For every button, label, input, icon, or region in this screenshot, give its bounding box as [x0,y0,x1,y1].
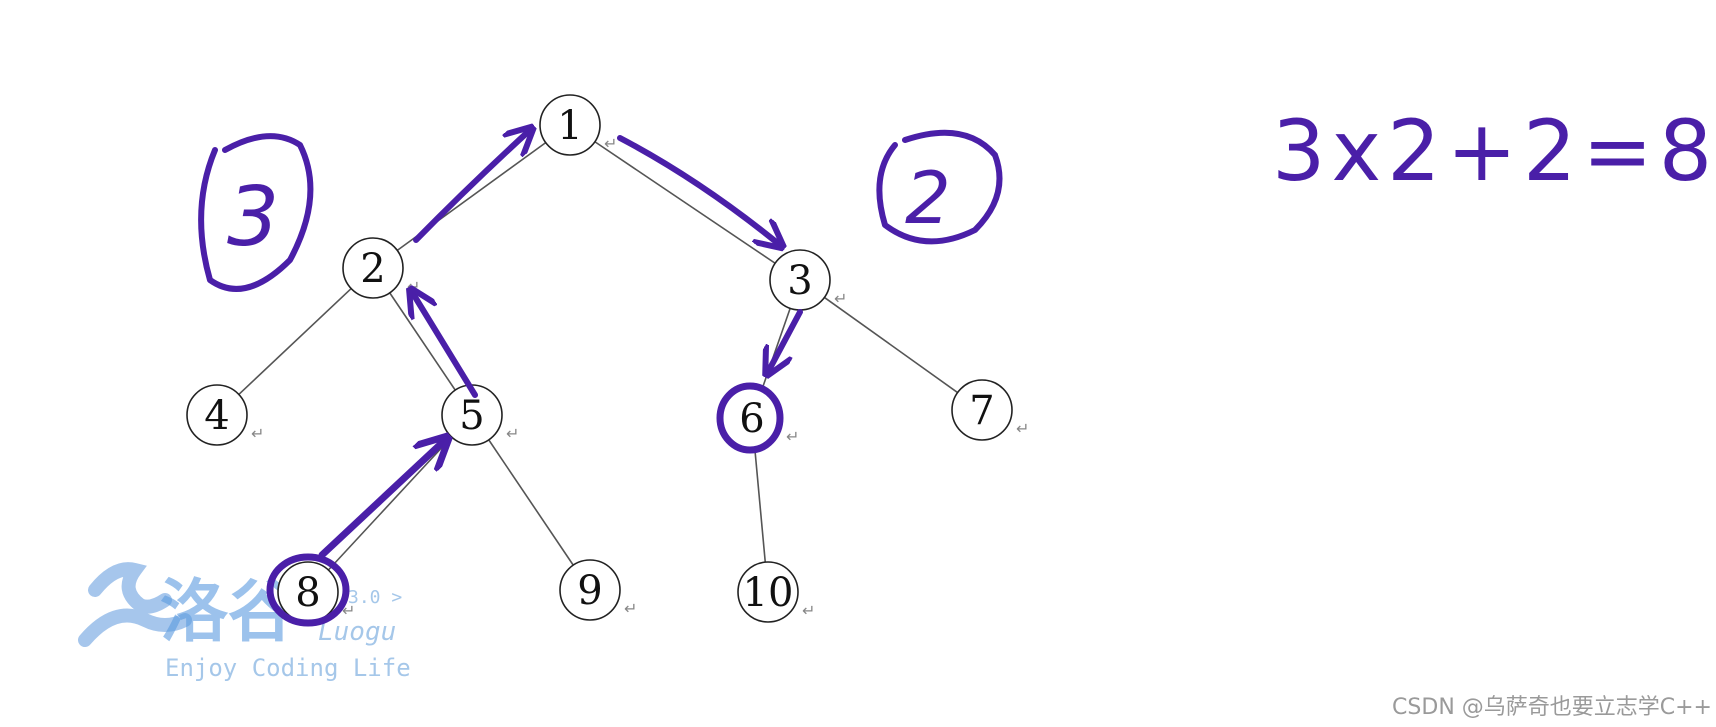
tree-node-6: 6↵ [721,387,799,449]
left-count-label: 3 [227,170,279,265]
tree-nodes: 1↵2↵3↵4↵5↵6↵7↵8↵9↵10↵ [186,94,1029,623]
return-mark-icon: ↵ [624,599,637,618]
return-mark-icon: ↵ [604,134,617,153]
tree-node-10: 10 ↵ [737,561,815,623]
edge-6-10 [753,447,767,563]
node-label: 8 [295,570,320,616]
watermark-version: 3.0 > [348,587,402,608]
equation-text: 3x2+2=8 [1272,102,1716,200]
return-mark-icon: ↵ [802,601,815,620]
edge-5-9 [488,439,574,566]
footer-credit: CSDN @乌萨奇也要立志学C++ [1392,695,1712,720]
node-label: 1 [557,103,582,149]
node-label: 6 [739,396,764,442]
node-label: 5 [459,393,484,439]
return-mark-icon: ↵ [506,424,519,443]
tree-node-1: 1↵ [539,94,617,156]
return-mark-icon: ↵ [834,289,847,308]
return-mark-icon: ↵ [1016,419,1029,438]
node-circle [559,559,621,621]
node-label: 10 [743,570,794,616]
node-label: 7 [969,388,994,434]
node-label: 3 [787,258,812,304]
left-count-circle [198,133,314,292]
node-circle [951,379,1013,441]
node-circle [737,561,799,623]
luogu-logo-icon [78,562,192,647]
right-count-circle [876,129,1003,245]
right-count-label: 2 [905,156,951,240]
edge-3-7 [823,296,959,394]
node-circle [186,384,248,446]
arrow-8-to-5 [318,440,445,559]
watermark-latin: Luogu [318,617,396,647]
tree-node-9: 9↵ [559,559,637,621]
node-label: 2 [360,246,385,292]
edge-3-6 [761,308,791,390]
node-circle [342,237,404,299]
tree-node-5: 5↵ [441,384,519,446]
arrow-3-to-6 [768,309,803,372]
tree-node-3: 3↵ [769,249,847,311]
edge-1-3 [594,141,776,264]
highlight-ring-node-6 [716,382,784,454]
arrow-5-to-2 [412,292,478,398]
edge-2-4 [238,287,352,396]
return-mark-icon: ↵ [251,424,264,443]
tree-node-4: 4↵ [186,384,264,446]
ink-annotations: 3 2 3x2+2=8 [198,102,1716,627]
return-mark-icon: ↵ [786,427,799,446]
tree-edges [238,141,959,571]
edge-2-5 [389,292,456,391]
highlight-ring-node-8 [266,553,350,627]
node-label: 4 [204,393,229,439]
luogu-watermark: 洛谷 3.0 > Luogu Enjoy Coding Life [78,562,411,682]
arrow-1-to-3 [617,135,780,245]
node-circle [539,94,601,156]
arrow-2-to-1 [413,130,530,243]
tree-node-7: 7↵ [951,379,1029,441]
edge-5-8 [327,436,453,571]
tree-node-8: 8↵ [277,561,355,623]
watermark-slogan: Enjoy Coding Life [165,654,411,682]
tree-node-2: 2↵ [342,237,420,299]
node-label: 9 [577,568,602,614]
